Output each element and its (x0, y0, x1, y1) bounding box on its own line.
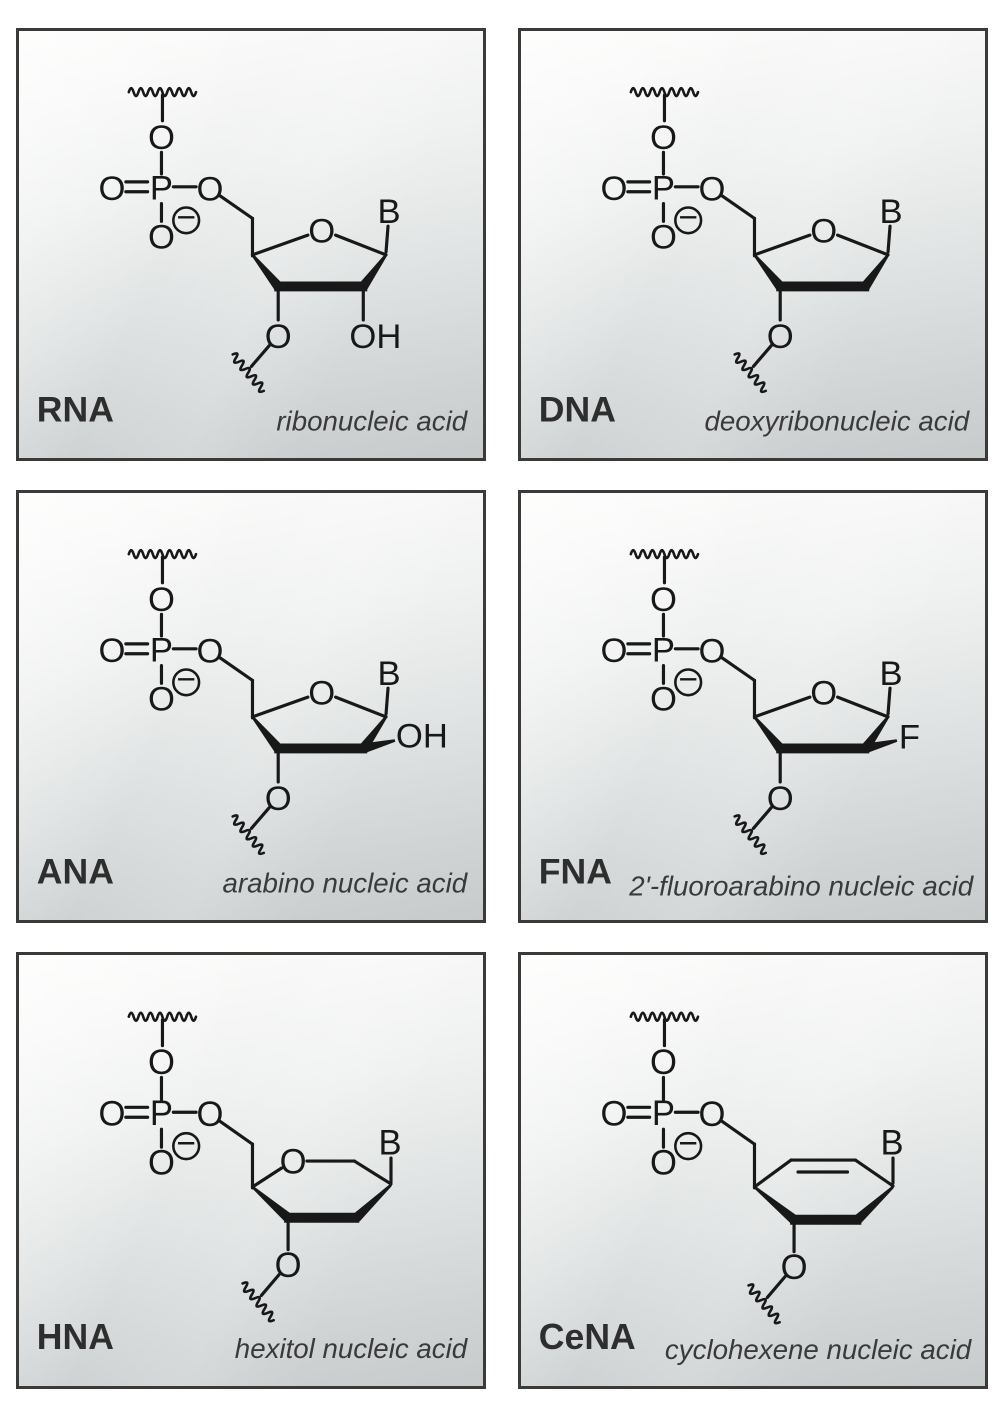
phosphate-unit (601, 88, 726, 256)
sugar-ring-unit (220, 655, 401, 856)
panel-name: 2'-fluoroarabino nucleic acid (628, 870, 974, 901)
carbocycle-ring-unit (722, 1121, 904, 1325)
wedge-c2-f (864, 739, 898, 754)
structure-hna: HNA hexitol nucleic acid (37, 955, 469, 1364)
sugar-ring-unit (722, 655, 903, 856)
sugar-ring-unit (220, 1121, 402, 1323)
panel-hna: HNA hexitol nucleic acid (16, 952, 486, 1389)
substituent-2prime-hydroxyl: OH (349, 286, 401, 356)
panel-abbr: CeNA (539, 1317, 636, 1357)
substituent-2prime-fluoro: F (864, 718, 920, 756)
panel-abbr: ANA (37, 852, 114, 892)
panel-ana: OH ANA arabino nucleic acid (16, 490, 486, 923)
substituent-2prime-hydroxyl-up: OH (362, 717, 448, 755)
panel-abbr: HNA (37, 1317, 114, 1357)
structure-dna: DNA deoxyribonucleic acid (539, 31, 971, 436)
phosphate-unit (601, 550, 726, 718)
atom-label-hydroxyl: OH (349, 318, 401, 356)
panel-abbr: FNA (539, 852, 612, 892)
structure-cena: CeNA cyclohexene nucleic acid (539, 955, 973, 1365)
panel-name: arabino nucleic acid (222, 867, 468, 898)
panel-rna: OH RNA ribonucleic acid (16, 28, 486, 461)
atom-label-fluorine: F (899, 718, 920, 756)
panel-name: deoxyribonucleic acid (704, 405, 970, 436)
phosphate-unit (99, 550, 224, 718)
structure-fna: F FNA 2'-fluoroarabino nucleic acid (539, 493, 975, 901)
panel-name: hexitol nucleic acid (235, 1333, 469, 1364)
panel-dna: DNA deoxyribonucleic acid (518, 28, 988, 461)
sugar-ring-unit (722, 193, 903, 394)
panel-cena: CeNA cyclohexene nucleic acid (518, 952, 988, 1389)
sugar-ring-unit (220, 193, 401, 394)
panel-name: cyclohexene nucleic acid (665, 1334, 973, 1365)
structure-ana: OH ANA arabino nucleic acid (37, 493, 469, 898)
phosphate-unit (601, 1013, 726, 1183)
atom-label-hydroxyl: OH (396, 717, 448, 755)
structure-rna: OH RNA ribonucleic acid (37, 31, 469, 436)
wedge-c2-oh (362, 739, 396, 754)
panel-fna: F FNA 2'-fluoroarabino nucleic acid (518, 490, 988, 923)
phosphate-unit (99, 88, 224, 256)
panel-abbr: DNA (539, 390, 616, 430)
phosphate-unit (99, 1013, 224, 1183)
panel-abbr: RNA (37, 390, 114, 430)
panel-name: ribonucleic acid (276, 405, 468, 436)
